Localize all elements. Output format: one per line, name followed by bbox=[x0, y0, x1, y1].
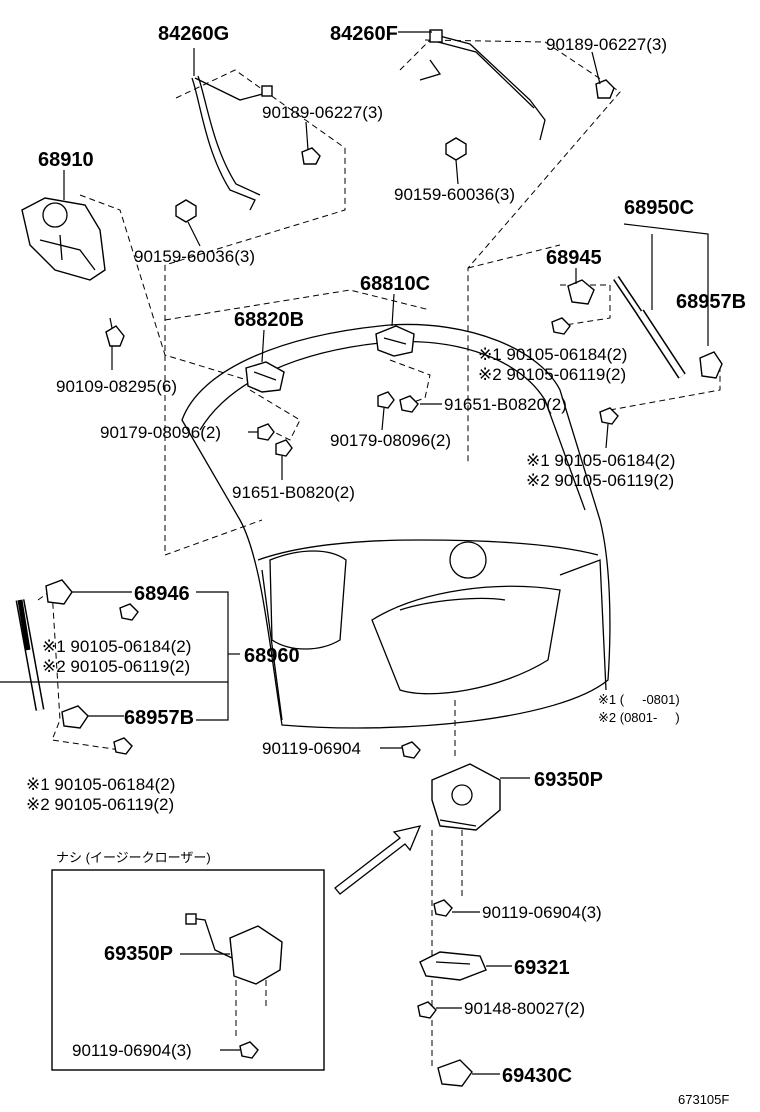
label-68950C: 68950C bbox=[624, 197, 694, 219]
label-90148: 90148-80027(2) bbox=[464, 999, 585, 1018]
part-screw-90148 bbox=[417, 1001, 437, 1019]
label-90105-06119-b: ※2 90105-06119(2) bbox=[526, 471, 674, 490]
part-bracket-68957B-right bbox=[699, 351, 723, 379]
footnote-2: ※2 (0801- ) bbox=[598, 710, 680, 725]
part-bolt-91651-b bbox=[275, 439, 293, 457]
label-90109: 90109-08295(6) bbox=[56, 377, 177, 396]
label-90105-06119-c: ※2 90105-06119(2) bbox=[42, 657, 190, 676]
label-68810C: 68810C bbox=[360, 273, 430, 295]
part-lock-69350P bbox=[431, 763, 501, 831]
label-90119-inset: 90119-06904(3) bbox=[72, 1041, 192, 1060]
label-91651-right: 91651-B0820(2) bbox=[444, 395, 567, 414]
label-68957B-left: 68957B bbox=[124, 707, 194, 729]
part-damper-68910 bbox=[21, 197, 106, 281]
leader-lines bbox=[0, 31, 709, 1075]
part-bolt-90105-d bbox=[113, 737, 133, 755]
label-90105-06119-a: ※2 90105-06119(2) bbox=[478, 365, 626, 384]
part-cover-69430C bbox=[437, 1059, 473, 1087]
label-84260G: 84260G bbox=[158, 23, 229, 45]
label-90179-left: 90179-08096(2) bbox=[100, 423, 221, 442]
label-69350P-inset: 69350P bbox=[104, 943, 173, 965]
label-91651-left: 91651-B0820(2) bbox=[232, 483, 355, 502]
part-bolt-90119-b bbox=[433, 899, 453, 917]
label-90105-06119-d: ※2 90105-06119(2) bbox=[26, 795, 174, 814]
label-68946: 68946 bbox=[134, 583, 190, 605]
label-90105-06184-a: ※1 90105-06184(2) bbox=[478, 345, 627, 364]
part-bolt-90109 bbox=[105, 317, 125, 347]
label-90159-right: 90159-60036(3) bbox=[394, 185, 515, 204]
part-bracket-68957B-left bbox=[61, 705, 89, 729]
part-screw-90159-b bbox=[445, 137, 467, 161]
label-90105-06184-d: ※1 90105-06184(2) bbox=[26, 775, 175, 794]
part-bracket-68946 bbox=[45, 579, 73, 605]
part-screw-90159-a bbox=[175, 199, 197, 223]
part-bolt-91651-a bbox=[399, 395, 419, 413]
part-harness-84260F bbox=[419, 29, 546, 141]
diagram-id: 673105F bbox=[678, 1092, 729, 1107]
label-69430C: 69430C bbox=[502, 1065, 572, 1087]
label-90189-left: 90189-06227(3) bbox=[262, 103, 383, 122]
part-clip-90189-b bbox=[595, 79, 615, 99]
label-90119-bottom: 90119-06904(3) bbox=[482, 903, 602, 922]
label-90119-top: 90119-06904 bbox=[262, 739, 361, 758]
label-90159-left: 90159-60036(3) bbox=[134, 247, 255, 266]
part-stay-68950C-right bbox=[613, 276, 686, 379]
part-clip-90189-a bbox=[301, 147, 321, 165]
label-69321: 69321 bbox=[514, 957, 570, 979]
part-bolt-90119-a bbox=[401, 741, 421, 759]
label-90189-right: 90189-06227(3) bbox=[546, 35, 667, 54]
part-labels: 84260G 84260F 90189-06227(3) 90189-06227… bbox=[26, 23, 746, 1107]
part-nut-90179-a bbox=[257, 423, 275, 441]
label-68945: 68945 bbox=[546, 247, 602, 269]
part-nut-90179-b bbox=[377, 391, 395, 409]
part-bracket-68945 bbox=[567, 279, 595, 305]
label-84260F: 84260F bbox=[330, 23, 398, 45]
label-90179-right: 90179-08096(2) bbox=[330, 431, 451, 450]
label-68910: 68910 bbox=[38, 149, 94, 171]
part-handle-69321 bbox=[419, 951, 487, 981]
label-68957B-right: 68957B bbox=[676, 291, 746, 313]
part-bolt-90105-b bbox=[599, 407, 619, 425]
dashed-guides bbox=[37, 39, 721, 1070]
label-69350P: 69350P bbox=[534, 769, 603, 791]
part-bolt-90105-a bbox=[551, 317, 571, 335]
part-hinge-68810C bbox=[375, 325, 415, 357]
inset-title: ナシ (イージークローザー) bbox=[56, 850, 211, 865]
label-90105-06184-c: ※1 90105-06184(2) bbox=[42, 637, 191, 656]
part-bolt-90105-c bbox=[119, 603, 139, 621]
label-68960: 68960 bbox=[244, 645, 300, 667]
part-hinge-68820B bbox=[245, 361, 285, 393]
label-90105-06184-b: ※1 90105-06184(2) bbox=[526, 451, 675, 470]
inset-frame bbox=[51, 869, 325, 1071]
part-stay-68960-left bbox=[15, 599, 45, 711]
arrow-to-inset bbox=[334, 825, 422, 895]
label-68820B: 68820B bbox=[234, 309, 304, 331]
back-door-panel bbox=[181, 323, 611, 729]
footnote-1: ※1 ( -0801) bbox=[598, 692, 680, 707]
part-harness-84260G bbox=[191, 75, 273, 211]
